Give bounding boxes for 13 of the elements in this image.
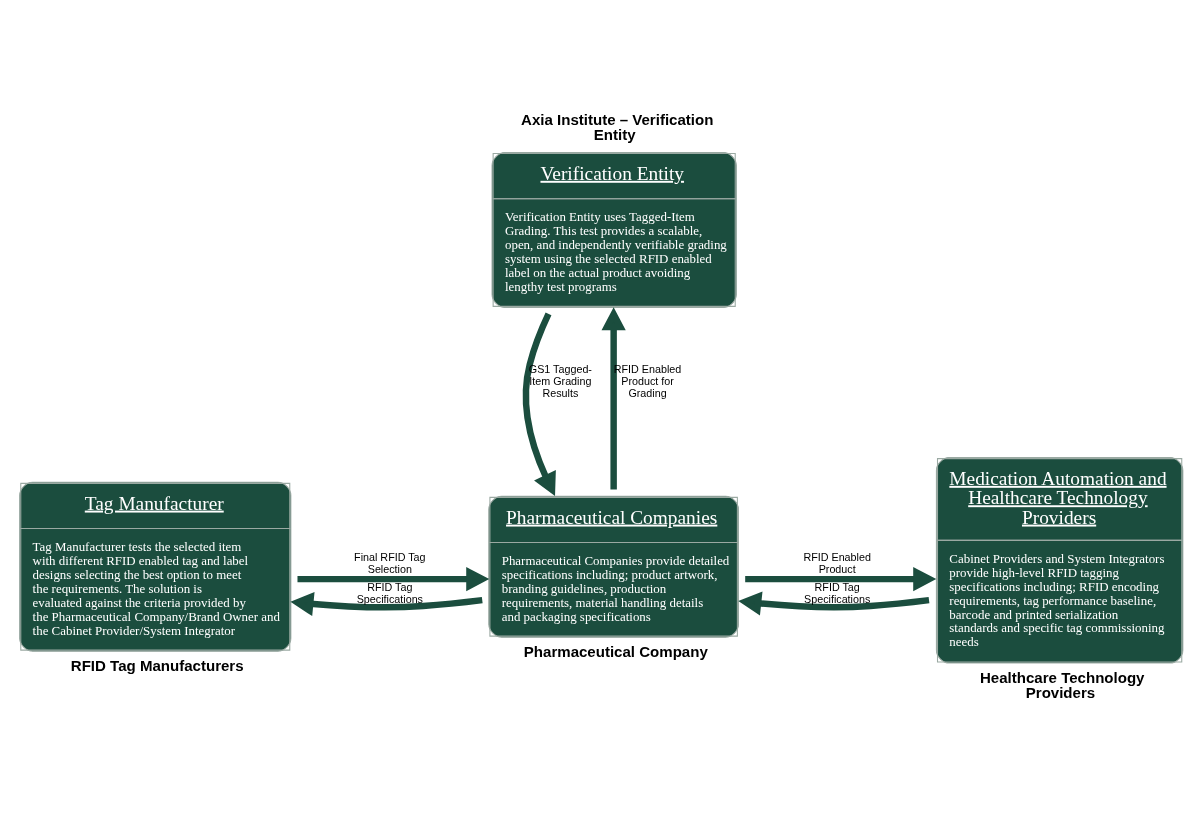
node-label: Axia Institute – Verification Entity [521,110,714,143]
arrow [290,591,483,616]
arrow [297,566,490,591]
arrow [601,306,626,489]
arrow [738,590,930,616]
edge-label: Final RFID Tag Selection [354,550,426,575]
edge-label: RFID Enabled Product [803,550,871,575]
arrow [522,312,556,496]
node-label: Pharmaceutical Company [523,642,708,660]
node-label: RFID Tag Manufacturers [70,656,244,674]
node-label: Healthcare Technology Providers [980,668,1145,701]
edge-label: RFID Tag Specifications [804,580,871,605]
edge-label: RFID Tag Specifications [356,580,423,605]
